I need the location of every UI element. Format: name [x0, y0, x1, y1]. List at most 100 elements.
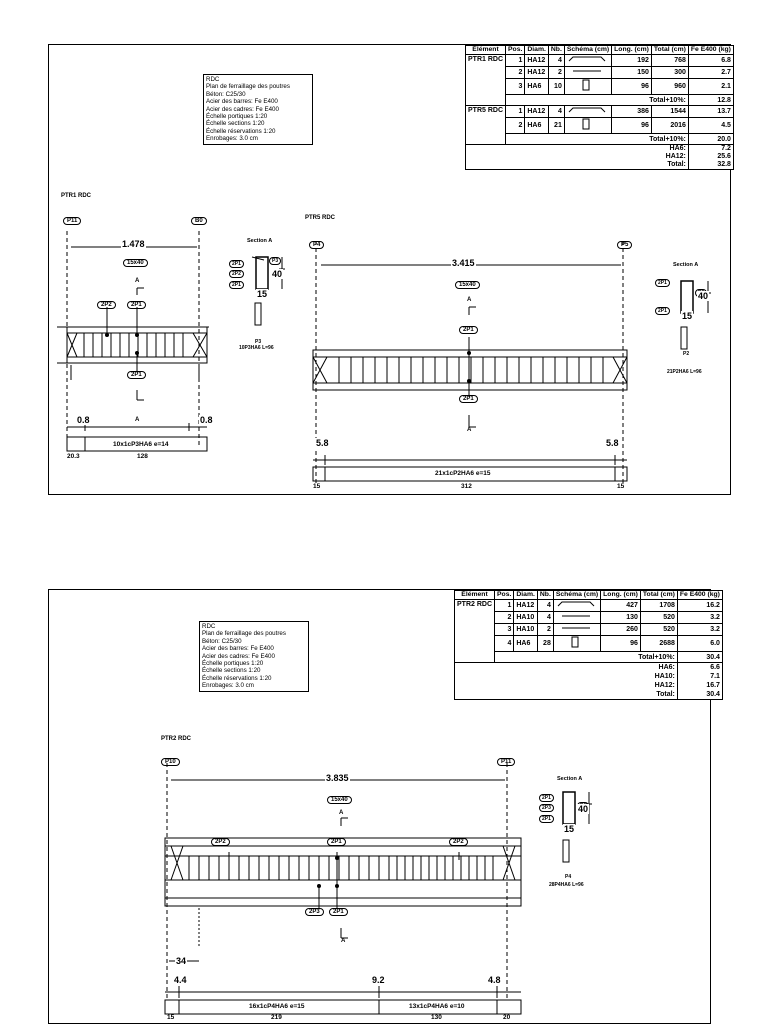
- bar-tag: 2P1: [655, 279, 670, 287]
- diam-cell: HA12: [524, 105, 549, 118]
- table-row: 3 HA10 2 260 520 3.2: [455, 623, 723, 636]
- schema-cell: [563, 78, 613, 95]
- long-cell: 96: [611, 78, 652, 95]
- dimension: 9.2: [371, 975, 386, 985]
- stirrup-spec: 10x1cP3HA6 e=14: [113, 441, 169, 448]
- section-width: 15: [563, 824, 576, 834]
- bar-tag: 2P1: [539, 794, 554, 802]
- stirrup-detail: 21P2HA6 L=96: [667, 369, 702, 375]
- pos-cell: 4: [494, 635, 515, 652]
- long-cell: 260: [600, 623, 641, 636]
- stirrup-detail: 28P4HA6 L=96: [549, 882, 584, 888]
- pos-cell: 3: [505, 78, 526, 95]
- notes-box: RDC Plan de ferraillage des poutres Béto…: [203, 74, 313, 145]
- schema-cell: [552, 599, 602, 612]
- total-cell: 960: [650, 78, 689, 95]
- schema-cell: [552, 635, 602, 652]
- bar-tag: 2P1: [127, 371, 146, 379]
- kg-cell: 3.2: [676, 623, 723, 636]
- element-cell: PTR1 RDC: [464, 54, 507, 106]
- element-cell: PTR5 RDC: [464, 105, 507, 145]
- summary-value: 25.6: [717, 153, 731, 160]
- summary-value: 7.2: [721, 145, 731, 152]
- col-header: Total (cm): [639, 590, 678, 600]
- table-total-row: Total+10%: 12.8: [466, 94, 734, 106]
- nb-cell: 21: [547, 117, 565, 134]
- nb-cell: 4: [536, 599, 554, 612]
- section-title: Section A: [247, 238, 273, 244]
- stirrup-spec: 21x1cP2HA6 e=15: [435, 470, 491, 477]
- sheet1-drawing: [57, 231, 711, 485]
- dimension: 20: [503, 1014, 511, 1021]
- table-row: 2 HA10 4 130 520 3.2: [455, 611, 723, 624]
- bar-schedule-table: Élément Pos. Diam. Nb. Schéma (cm) Long.…: [453, 590, 723, 700]
- col-header: Fe E400 (kg): [687, 45, 734, 55]
- table-row: 2 HA12 2 150 300 2.7: [466, 66, 734, 79]
- section-size-tag: 15x40: [327, 796, 352, 804]
- notes-line: Plan de ferraillage des poutres: [202, 630, 286, 638]
- notes-line: Échelle réservations 1:20: [202, 674, 272, 682]
- notes-line: Acier des cadres: Fe E400: [202, 652, 275, 660]
- support-tag: B0: [191, 217, 207, 225]
- total-label: Total+10%:: [505, 133, 689, 145]
- kg-cell: 2.7: [687, 66, 734, 79]
- long-cell: 96: [600, 635, 641, 652]
- total-label: Total+10%:: [494, 651, 678, 663]
- table-total-row: Total+10%: 30.4: [455, 651, 723, 663]
- total-cell: 520: [639, 611, 678, 624]
- support-tag: P5: [617, 241, 633, 249]
- schema-cell: [552, 611, 602, 624]
- bar-schedule-table: Élément Pos. Diam. Nb. Schéma (cm) Long.…: [464, 45, 734, 170]
- total-cell: 2016: [650, 117, 689, 134]
- beam-title: PTR5 RDC: [305, 215, 336, 221]
- long-cell: 386: [611, 105, 652, 118]
- schema-cell: [552, 623, 602, 636]
- summary-value: 30.4: [706, 691, 720, 698]
- bar-tag: 2P1: [459, 395, 478, 403]
- sheet2-drawing: [164, 763, 592, 1015]
- col-header: Diam.: [524, 45, 549, 55]
- diam-cell: HA10: [513, 623, 538, 636]
- dimension: 4.4: [173, 975, 188, 985]
- cut-marker: A: [467, 427, 472, 433]
- table-row: PTR5 RDC 1 HA12 4 386 1544 13.7: [464, 105, 734, 145]
- support-tag: P10: [161, 758, 180, 766]
- col-header: Schéma (cm): [563, 45, 613, 55]
- nb-cell: 28: [536, 635, 554, 652]
- total-label: Total+10%:: [505, 94, 689, 106]
- col-header: Nb.: [536, 590, 554, 600]
- notes-line: Enrobages: 3.0 cm: [202, 682, 254, 690]
- notes-line: Béton: C25/30: [202, 637, 242, 645]
- nb-cell: 10: [547, 78, 565, 95]
- beam-title: PTR2 RDC: [161, 736, 192, 742]
- notes-line: Échelle portiques 1:20: [206, 113, 268, 121]
- kg-cell: 2.1: [687, 78, 734, 95]
- long-cell: 130: [600, 611, 641, 624]
- section-height: 40: [271, 269, 284, 279]
- bar-tag: 2P1: [459, 326, 478, 334]
- stirrup-spec: 13x1cP4HA6 e=10: [409, 1003, 465, 1010]
- total-value: 20.0: [687, 133, 734, 145]
- col-header: Élément: [464, 45, 507, 55]
- bar-tag: 2P2: [449, 838, 468, 846]
- long-cell: 427: [600, 599, 641, 612]
- diam-cell: HA12: [524, 66, 549, 79]
- total-cell: 1708: [639, 599, 678, 612]
- bar-tag: 2P2: [211, 838, 230, 846]
- kg-cell: 4.5: [687, 117, 734, 134]
- total-cell: 1544: [650, 105, 689, 118]
- kg-cell: 6.8: [687, 54, 734, 67]
- cut-marker: A: [467, 297, 472, 303]
- dimension: 219: [271, 1014, 282, 1021]
- notes-line: Échelle réservations 1:20: [206, 127, 276, 135]
- dimension: 15: [617, 483, 625, 490]
- summary-label: HA10:: [654, 673, 675, 680]
- dimension: 15: [167, 1014, 175, 1021]
- pos-cell: 2: [505, 66, 526, 79]
- pos-cell: 1: [505, 54, 526, 67]
- dimension: 0.8: [199, 415, 214, 425]
- notes-line: Échelle portiques 1:20: [202, 660, 264, 668]
- offset-dimension: 34: [175, 956, 188, 966]
- pos-cell: 1: [505, 105, 526, 118]
- notes-line: Acier des cadres: Fe E400: [206, 105, 279, 113]
